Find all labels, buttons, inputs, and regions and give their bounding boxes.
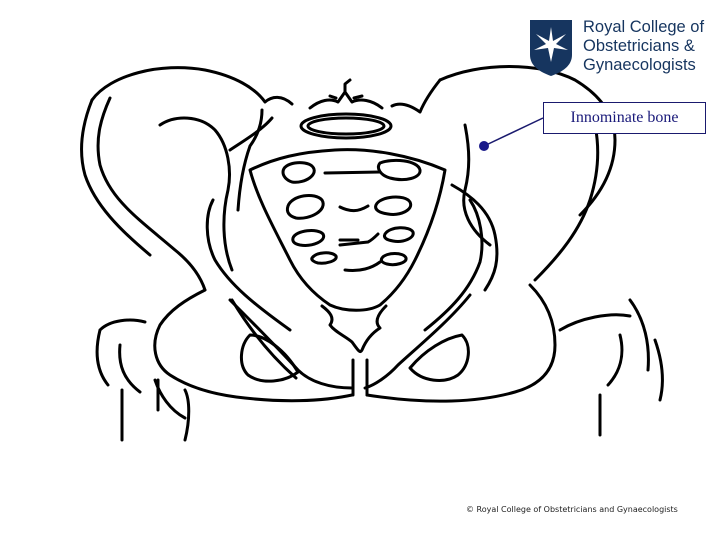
lumbar-process	[308, 90, 384, 110]
sacral-promontory-inner	[306, 116, 386, 136]
sacral-promontory-outer	[299, 112, 393, 140]
rcog-logo-text: Royal College of Obstetricians & Gynaeco…	[583, 18, 704, 75]
sacral-foramen-right-2	[374, 195, 413, 216]
right-ilium-outline	[438, 65, 617, 217]
right-sacroiliac-edge	[423, 198, 484, 332]
innominate-bone-label: Innominate bone	[543, 102, 706, 134]
left-ilium-lateral	[79, 98, 152, 257]
copyright-notice: © Royal College of Obstetricians and Gyn…	[466, 505, 678, 514]
lumbar-process-tips	[328, 78, 364, 100]
right-ischium	[365, 283, 557, 403]
sacral-foramen-right-3	[383, 226, 415, 243]
coccyx	[320, 304, 388, 354]
left-iliac-crest-inner	[96, 96, 207, 292]
left-ischium	[153, 288, 354, 403]
left-ilium-outline	[90, 66, 294, 106]
sacral-foramen-left-2	[285, 193, 325, 220]
right-ilium-inner-edge	[450, 183, 499, 292]
logo-line-3: Gynaecologists	[583, 56, 696, 74]
sacral-foramen-right-1	[376, 158, 422, 182]
sacral-ridge-4	[343, 260, 382, 272]
sacral-foramen-left-1	[281, 161, 316, 184]
left-sacroiliac-edge	[205, 198, 292, 332]
left-femur-shaft	[120, 378, 191, 442]
sacral-ridge-2	[338, 204, 370, 213]
right-femur-upper	[558, 298, 664, 437]
sacral-foramen-left-4	[310, 251, 338, 265]
logo-line-2: Obstetricians &	[583, 37, 695, 55]
left-lateral-line	[230, 298, 298, 380]
right-pubic-ramus	[363, 293, 472, 390]
sacral-ridge-1	[323, 170, 382, 175]
right-ilium-lateral	[533, 123, 600, 282]
sacral-foramen-left-3	[291, 229, 326, 247]
sacral-foramen-right-4	[379, 252, 408, 267]
star-icon	[534, 27, 568, 62]
left-ilium-notch	[236, 108, 264, 212]
left-obturator-foramen	[240, 333, 300, 383]
leader-dot	[479, 141, 489, 151]
sacral-ridge-3	[338, 232, 380, 247]
pubic-symphysis	[351, 358, 369, 397]
left-pelvic-brim	[228, 116, 274, 152]
sacrum-outline	[248, 148, 447, 312]
leader-line	[483, 117, 544, 147]
pelvis-illustration	[79, 65, 664, 442]
logo-line-1: Royal College of	[583, 18, 705, 36]
left-femur-upper	[95, 318, 187, 420]
left-iliac-fossa	[158, 116, 234, 272]
rcog-shield-logo	[530, 20, 572, 76]
right-iliac-crest-inner	[390, 78, 442, 114]
right-obturator-foramen	[408, 333, 470, 382]
right-iliac-fossa	[462, 123, 492, 247]
